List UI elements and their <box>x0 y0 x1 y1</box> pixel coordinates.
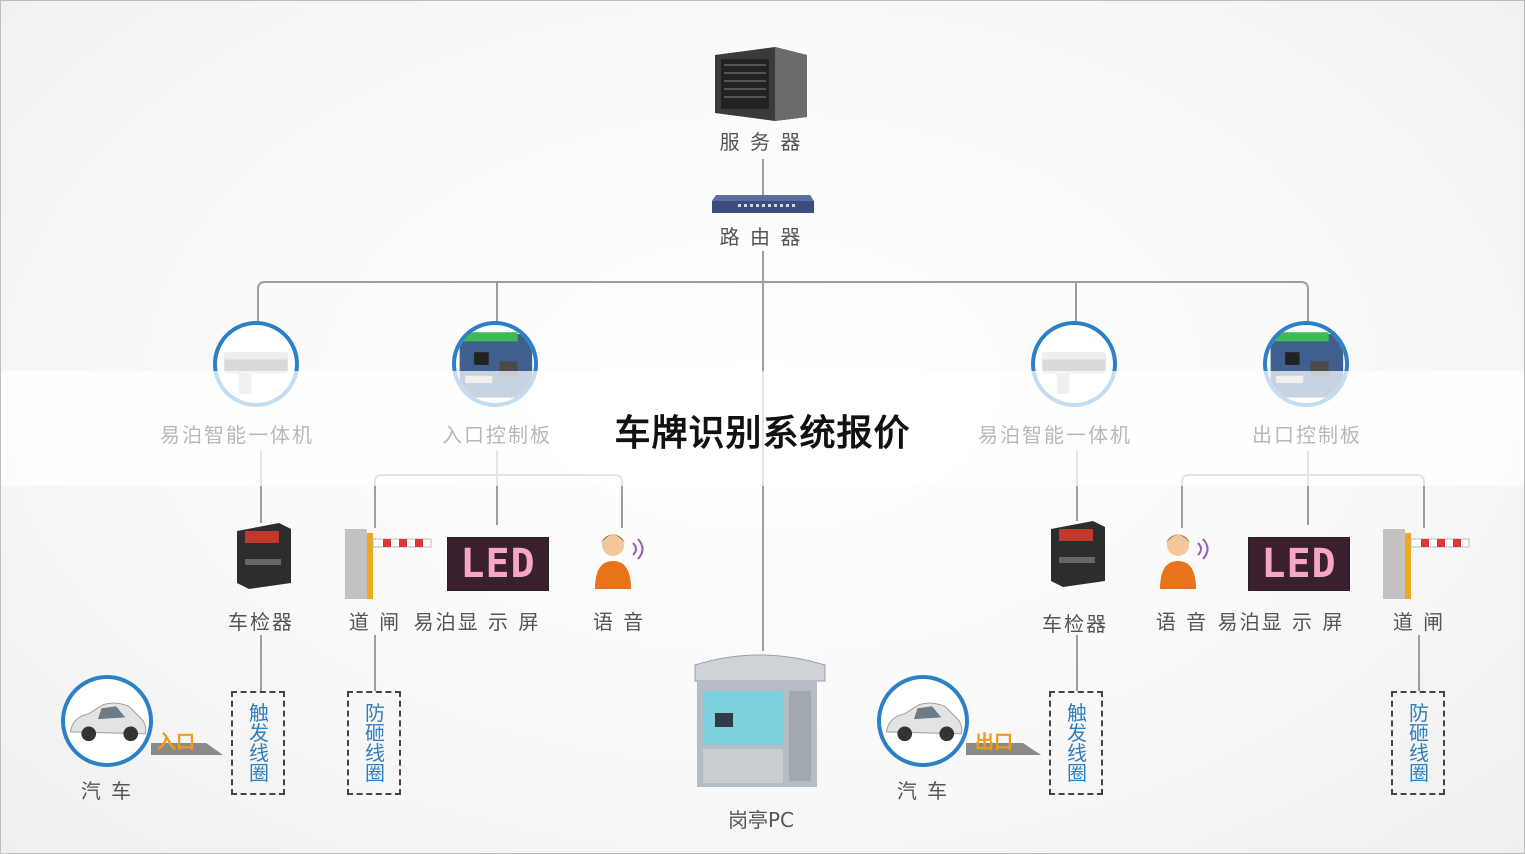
entry-car-icon <box>61 675 153 767</box>
exit-anti-smash-loop-box <box>1391 691 1445 795</box>
led-text: LED <box>460 541 536 587</box>
led-text: LED <box>1261 541 1337 587</box>
title-banner <box>1 371 1524 486</box>
exit-trigger-loop-box <box>1049 691 1103 795</box>
exit-voice-label: 语 音 <box>1155 610 1209 634</box>
entry-trigger-loop-label: 触发线圈 <box>249 701 269 785</box>
entry-display-label: 易泊显 示 屏 <box>413 610 541 634</box>
server-label: 服 务 器 <box>719 130 803 154</box>
entry-led-display-icon: LED <box>447 537 549 591</box>
right-detector-icon <box>1051 521 1105 587</box>
exit-led-display-icon: LED <box>1248 537 1350 591</box>
booth-label: 岗亭PC <box>727 808 795 832</box>
right-detector-label: 车检器 <box>1042 612 1108 636</box>
exit-car-label: 汽 车 <box>896 779 950 803</box>
router-icon <box>712 195 814 213</box>
right-camera-label: 易泊智能一体机 <box>978 423 1132 447</box>
exit-display-label: 易泊显 示 屏 <box>1217 610 1345 634</box>
exit-barrier-gate-icon <box>1383 529 1470 599</box>
exit-board-label: 出口控制板 <box>1252 423 1362 447</box>
exit-trigger-loop-label: 触发线圈 <box>1067 701 1087 785</box>
entry-gate-label: 道 闸 <box>348 610 402 634</box>
server-icon <box>715 47 807 121</box>
exit-tag: 出口 <box>975 731 1014 753</box>
booth-icon <box>694 654 826 787</box>
exit-voice-icon <box>1160 534 1209 589</box>
entry-anti-smash-loop-box <box>347 691 401 795</box>
entry-barrier-gate-icon <box>345 529 432 599</box>
entry-voice-icon <box>595 534 644 589</box>
left-camera-label: 易泊智能一体机 <box>160 423 314 447</box>
exit-car-icon <box>877 675 969 767</box>
entry-voice-label: 语 音 <box>592 610 646 634</box>
exit-anti-smash-loop-label: 防砸线圈 <box>1409 701 1429 785</box>
exit-gate-label: 道 闸 <box>1392 610 1446 634</box>
entry-car-label: 汽 车 <box>80 779 134 803</box>
entry-anti-smash-loop-label: 防砸线圈 <box>365 701 385 785</box>
left-detector-label: 车检器 <box>228 610 294 634</box>
entry-board-label: 入口控制板 <box>442 423 552 447</box>
page-title: 车牌识别系统报价 <box>614 413 911 454</box>
entry-trigger-loop-box <box>231 691 285 795</box>
left-detector-icon <box>237 523 291 589</box>
entry-tag: 入口 <box>157 731 196 753</box>
router-label: 路 由 器 <box>719 225 803 249</box>
